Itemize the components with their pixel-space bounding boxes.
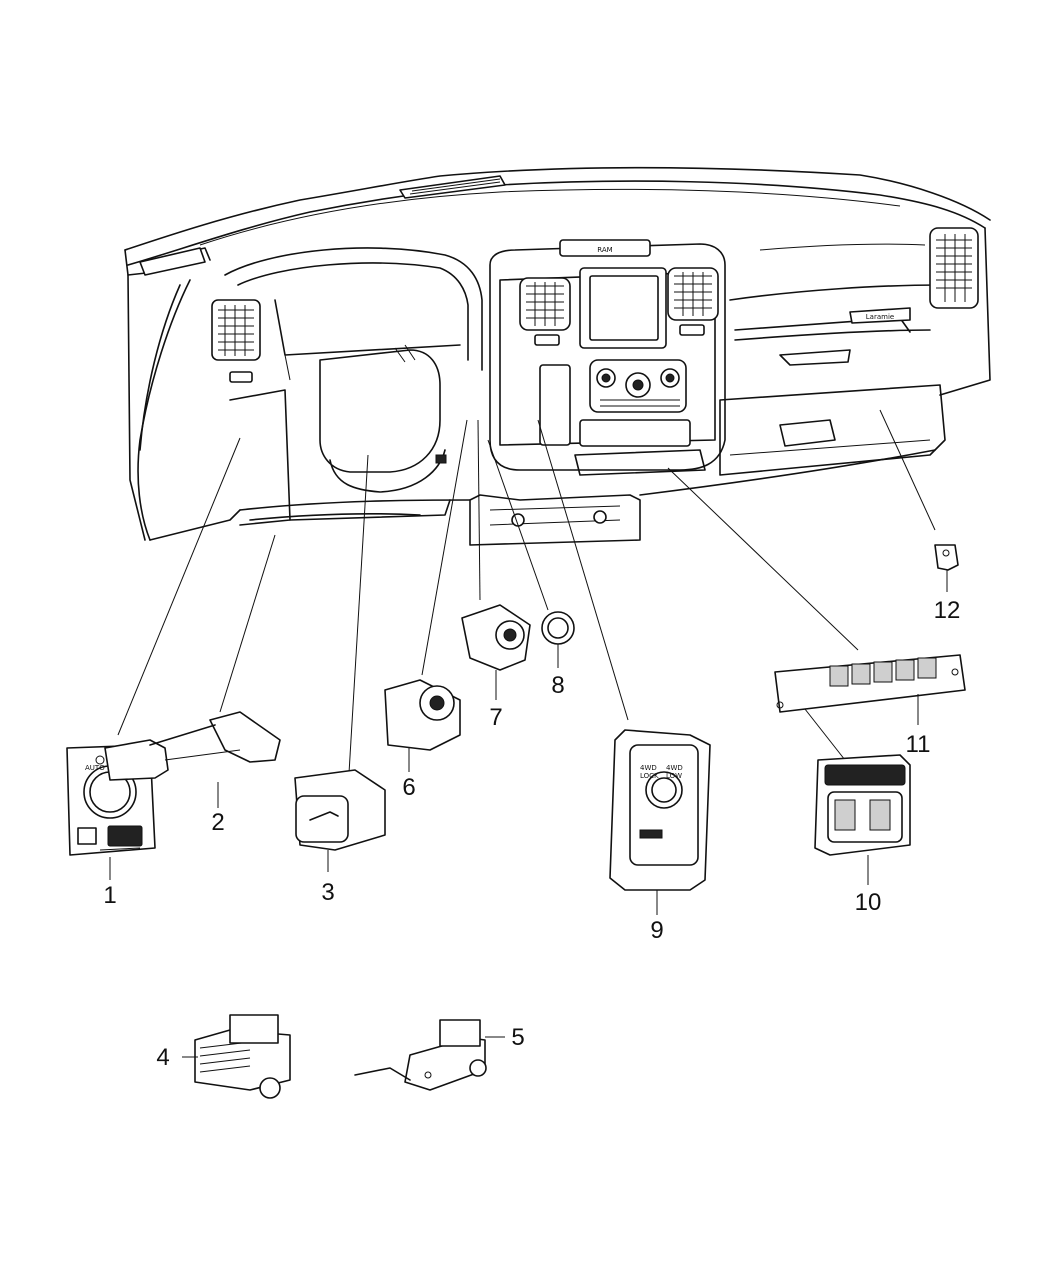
part-4-switch-assembly — [194, 1014, 291, 1099]
svg-text:AUTO: AUTO — [85, 764, 105, 772]
callout-4: 4 — [156, 1044, 169, 1071]
part-7-ignition-module — [461, 604, 531, 671]
callout-1: 1 — [103, 882, 116, 909]
callout-12: 12 — [934, 597, 961, 624]
callout-9: 9 — [650, 917, 663, 944]
callout-8: 8 — [551, 672, 564, 699]
callout-5: 5 — [511, 1024, 524, 1051]
part-11-switch-bank — [774, 654, 966, 713]
part-6-ignition-switch — [384, 679, 461, 751]
callout-11: 11 — [906, 731, 931, 758]
callout-2: 2 — [211, 809, 224, 836]
part-12-plug — [934, 544, 959, 571]
svg-text:4WD: 4WD — [640, 764, 657, 772]
part-8-ring — [541, 611, 575, 645]
center-vent-left — [526, 282, 564, 326]
part-9-transfer-case-switch: 4WD 4WD LOCK LOW — [609, 729, 711, 891]
right-vent — [936, 234, 972, 302]
part-10-switch-panel — [814, 754, 911, 856]
center-vent-right — [674, 272, 712, 316]
instrument-panel: RAM Laramie — [124, 166, 991, 546]
svg-text:LOCK: LOCK — [640, 772, 659, 780]
callout-labels: 1 2 3 4 5 6 7 8 9 10 11 12 — [103, 570, 960, 1071]
callout-10: 10 — [855, 889, 882, 916]
callout-6: 6 — [402, 774, 415, 801]
transfer-case-labels: 4WD 4WD LOCK LOW — [640, 764, 683, 780]
leader-lines — [117, 409, 936, 791]
callout-3: 3 — [321, 879, 334, 906]
trim-script-badge: Laramie — [866, 313, 894, 321]
left-vent — [218, 305, 254, 356]
part-3-switch — [294, 769, 386, 851]
svg-text:RAM: RAM — [597, 246, 612, 254]
part-5-bracket-switch — [354, 1019, 487, 1091]
part-2-clip — [104, 711, 281, 781]
svg-text:4WD: 4WD — [666, 764, 683, 772]
ram-badge: RAM — [559, 239, 651, 257]
callout-7: 7 — [489, 704, 502, 731]
svg-text:LOW: LOW — [666, 772, 682, 780]
defroster-grille — [409, 178, 501, 195]
